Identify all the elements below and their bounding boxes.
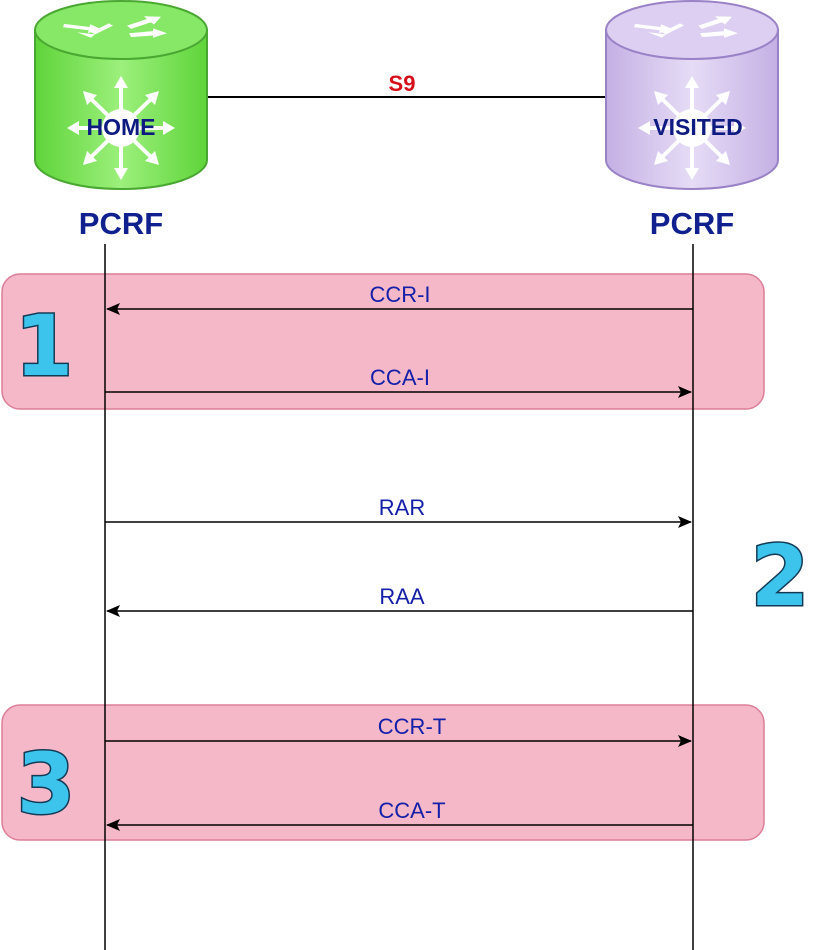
message-cca-t: CCA-T bbox=[106, 798, 693, 831]
step-3-number: 3 bbox=[17, 735, 75, 833]
message-label: RAA bbox=[379, 584, 425, 609]
message-label: CCA-I bbox=[370, 365, 430, 390]
home-node-label: HOME bbox=[87, 114, 156, 140]
visited-node-label: VISITED bbox=[653, 114, 742, 140]
message-label: CCR-T bbox=[378, 714, 446, 739]
message-label: CCR-I bbox=[369, 282, 430, 307]
step-3-box bbox=[1, 704, 765, 841]
visited-router-node: VISITED bbox=[605, 0, 779, 190]
message-label: CCA-T bbox=[378, 798, 445, 823]
message-ccr-t: CCR-T bbox=[105, 714, 692, 747]
visited-pcrf-label: PCRF bbox=[650, 206, 734, 241]
message-ccr-i: CCR-I bbox=[106, 282, 693, 315]
step-1-box bbox=[1, 273, 765, 410]
message-rar: RAR bbox=[105, 495, 692, 528]
message-label: RAR bbox=[379, 495, 425, 520]
message-cca-i: CCA-I bbox=[105, 365, 692, 398]
home-router-node: HOME bbox=[34, 0, 208, 190]
home-pcrf-label: PCRF bbox=[79, 206, 163, 241]
message-raa: RAA bbox=[106, 584, 693, 617]
step-2-number: 2 bbox=[751, 527, 809, 625]
step-1-number: 1 bbox=[15, 297, 73, 395]
s9-link-label: S9 bbox=[389, 71, 416, 96]
